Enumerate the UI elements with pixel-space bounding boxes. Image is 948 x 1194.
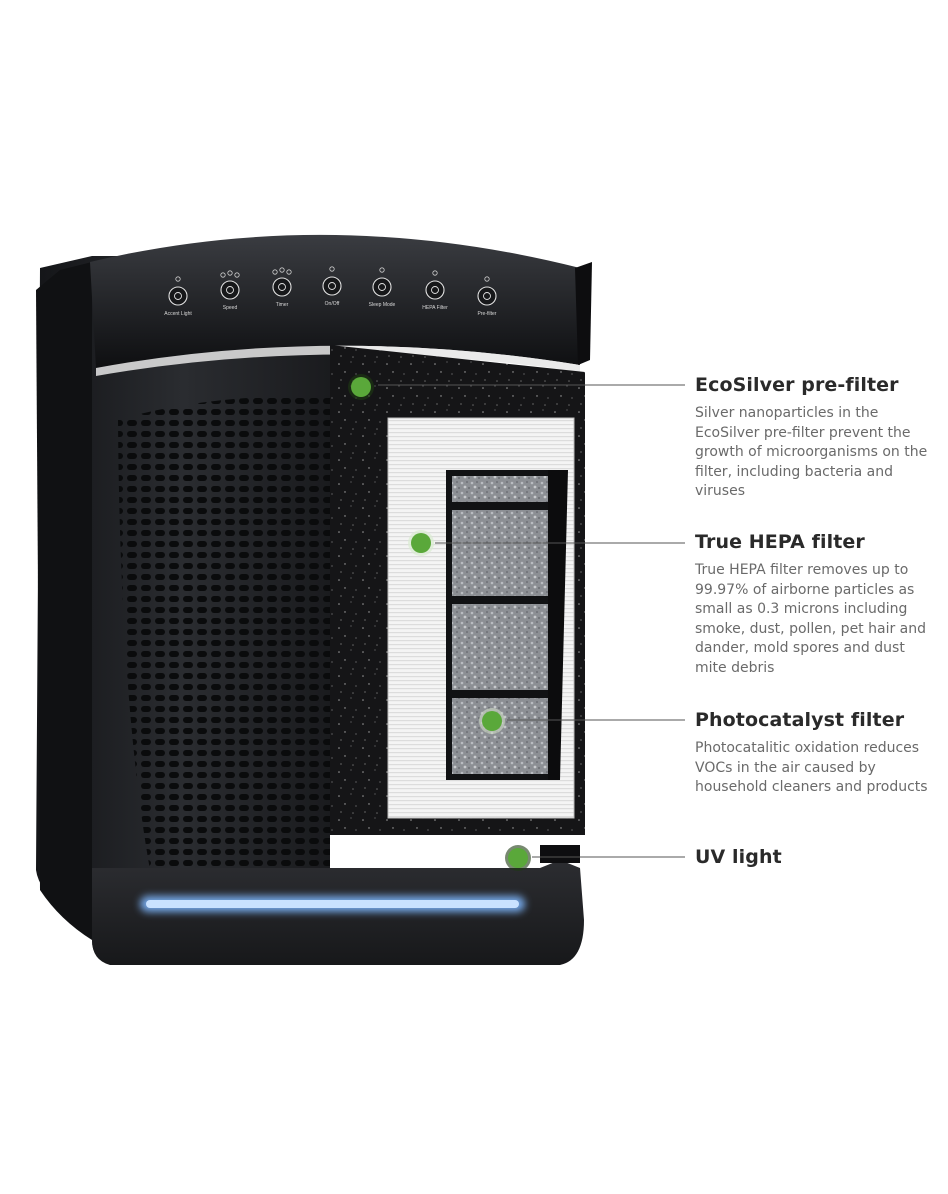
control-hepa-filter[interactable]: HEPA Filter — [422, 270, 448, 311]
power-icon[interactable] — [322, 276, 342, 296]
bulb-icon[interactable] — [168, 286, 188, 306]
indicator-dot — [329, 266, 335, 272]
indicator-dot — [379, 267, 385, 273]
control-sleep-mode[interactable]: Sleep Mode — [369, 267, 396, 308]
indicator-dot — [234, 272, 240, 278]
control-label: Sleep Mode — [369, 302, 396, 308]
callout-title: Photocatalyst filter — [695, 709, 905, 731]
air-intake-grille — [118, 395, 330, 870]
control-label: Pre-filter — [478, 311, 497, 317]
control-pre-filter[interactable]: Pre-filter — [477, 276, 497, 317]
callout-body: Photocatalitic oxidation reduces VOCs in… — [695, 740, 928, 795]
purifier-base — [92, 860, 584, 965]
marker-hepa — [408, 530, 434, 556]
callout-title: EcoSilver pre-filter — [695, 374, 899, 396]
marker-photo — [479, 708, 505, 734]
control-label: Accent Light — [164, 311, 192, 317]
callout-body: True HEPA filter removes up to 99.97% of… — [695, 562, 927, 676]
pre-filter-icon[interactable] — [477, 286, 497, 306]
control-label: HEPA Filter — [422, 305, 448, 311]
control-accent-light[interactable]: Accent Light — [164, 276, 192, 317]
control-on-off[interactable]: On/Off — [322, 266, 342, 307]
indicator-dot — [484, 276, 490, 282]
callout-hepa: True HEPA filter True HEPA filter remove… — [695, 531, 935, 678]
icon-glyph — [431, 286, 439, 294]
clock-icon[interactable] — [272, 277, 292, 297]
icon-glyph — [328, 282, 336, 290]
control-panel — [90, 234, 580, 368]
control-speed[interactable]: Speed — [220, 270, 240, 311]
callout-photocatalyst: Photocatalyst filter Photocatalitic oxid… — [695, 709, 935, 798]
callout-title: UV light — [695, 846, 782, 868]
icon-glyph — [378, 283, 386, 291]
sleep-icon[interactable] — [372, 277, 392, 297]
indicator-dot — [279, 267, 285, 273]
indicator-dot — [286, 269, 292, 275]
control-timer[interactable]: Timer — [272, 267, 292, 308]
fan-icon[interactable] — [220, 280, 240, 300]
icon-glyph — [226, 286, 234, 294]
icon-glyph — [174, 292, 182, 300]
callout-body: Silver nanoparticles in the EcoSilver pr… — [695, 405, 928, 499]
callout-ecosilver: EcoSilver pre-filter Silver nanoparticle… — [695, 374, 935, 502]
icon-glyph — [483, 292, 491, 300]
callout-title: True HEPA filter — [695, 531, 865, 553]
indicator-dot — [175, 276, 181, 282]
control-label: On/Off — [325, 301, 340, 307]
control-label: Timer — [276, 302, 289, 308]
indicator-dot — [432, 270, 438, 276]
control-label: Speed — [223, 305, 238, 311]
indicator-dot — [220, 272, 226, 278]
marker-uv — [505, 845, 531, 871]
callout-uv: UV light — [695, 846, 935, 876]
indicator-dot — [272, 269, 278, 275]
icon-glyph — [278, 283, 286, 291]
marker-eco — [348, 374, 374, 400]
hepa-filter-icon[interactable] — [425, 280, 445, 300]
indicator-dot — [227, 270, 233, 276]
